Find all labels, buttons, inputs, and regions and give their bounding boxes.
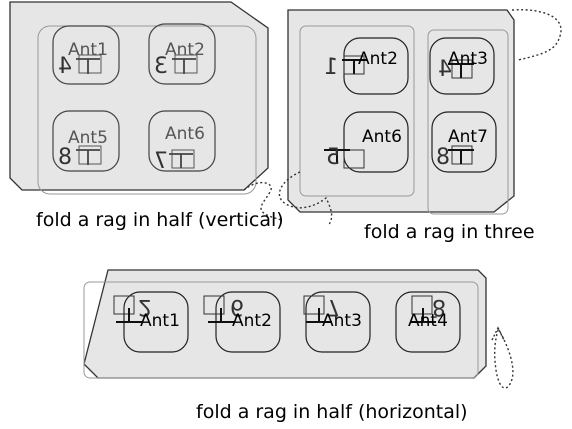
antenna-label: Ant3 [322, 311, 362, 331]
antenna-unit: 7 Ant3 [303, 291, 371, 353]
panel-vertical-ghost-fold [37, 25, 257, 195]
antenna-outline [431, 111, 497, 173]
antenna-mirrored-glyph: 8 [58, 145, 72, 170]
antenna-label: Ant7 [448, 127, 488, 147]
antenna-outline [429, 37, 495, 95]
antenna-mirrored-glyph: 2 [138, 294, 152, 319]
antenna-mirrored-glyph: 5 [326, 145, 340, 170]
antenna-outline [148, 23, 216, 85]
panel-horizontal-arrowhead [491, 326, 505, 341]
caption-three: fold a rag in three [364, 221, 535, 243]
antenna-label: Ant6 [165, 124, 205, 144]
antenna-label: Ant4 [408, 311, 448, 331]
antenna-unit: 4 Ant3 [429, 37, 495, 95]
panel-horizontal-fold: 2 Ant1 6 Ant2 7 Ant3 8 Ant4 [83, 269, 514, 423]
antenna-label: Ant6 [362, 127, 402, 147]
antenna-outline [148, 110, 216, 172]
antenna-square [78, 54, 102, 74]
antenna-unit: 7 Ant6 [148, 110, 216, 174]
antenna-mirrored-glyph: 8 [432, 294, 446, 319]
antenna-mirrored-glyph: 4 [58, 54, 72, 79]
antenna-mirrored-glyph: 1 [324, 55, 338, 80]
antenna-label: Ant2 [232, 311, 272, 331]
antenna-label: Ant1 [140, 311, 180, 331]
panel-three-fold: 1 Ant2 4 Ant3 5 Ant6 8 Ant7 [278, 9, 562, 243]
panel-horizontal-ghost-fold [83, 281, 479, 379]
panel-horizontal-board [83, 269, 487, 379]
antenna-mirrored-glyph: 3 [154, 54, 168, 79]
antenna-square [343, 149, 365, 169]
antenna-outline [343, 111, 409, 173]
antenna-unit: 8 Ant5 [52, 110, 120, 172]
caption-horizontal: fold a rag in half (horizontal) [196, 401, 468, 423]
panel-horizontal-fold-arrow [493, 327, 514, 389]
antenna-mirrored-glyph: 8 [436, 145, 450, 170]
antenna-square [203, 295, 225, 315]
panel-vertical-fold-arrow [243, 182, 283, 221]
antenna-unit: 2 Ant1 [113, 291, 189, 353]
antenna-square [171, 149, 195, 169]
antenna-unit: 1 Ant2 [324, 37, 409, 95]
panel-vertical-board [9, 1, 269, 191]
antenna-unit: 8 Ant4 [395, 291, 461, 353]
antenna-label: Ant3 [448, 49, 488, 69]
antenna-mirrored-glyph: 7 [326, 294, 340, 319]
caption-vertical: fold a rag in half (vertical) [36, 209, 284, 231]
antenna-label: Ant1 [68, 40, 108, 60]
antenna-mirrored-glyph: 7 [154, 149, 168, 174]
panel-three-fold-arrow-top [511, 9, 562, 61]
antenna-mirrored-glyph: 6 [230, 294, 244, 319]
antenna-unit: 4 Ant1 [52, 25, 120, 85]
antenna-square [303, 295, 325, 315]
antenna-unit: 6 Ant2 [203, 291, 281, 353]
panel-vertical-fold: 4 Ant1 3 Ant2 8 Ant5 7 Ant6 [9, 1, 284, 231]
panel-three-ghost-left [299, 25, 415, 197]
antenna-label: Ant2 [358, 49, 398, 69]
antenna-outline [395, 291, 461, 353]
antenna-label: Ant2 [165, 40, 205, 60]
antenna-label: Ant5 [68, 128, 108, 148]
antenna-outline [52, 25, 120, 85]
antenna-square [174, 54, 198, 74]
antenna-unit: 8 Ant7 [431, 111, 497, 173]
antenna-outline [52, 110, 120, 172]
antenna-square [78, 145, 102, 165]
antenna-mirrored-glyph: 4 [438, 57, 452, 82]
antenna-unit: 3 Ant2 [148, 23, 216, 85]
antenna-square [113, 295, 135, 315]
antenna-unit: 5 Ant6 [324, 111, 409, 173]
panel-three-ghost-right [427, 29, 509, 215]
